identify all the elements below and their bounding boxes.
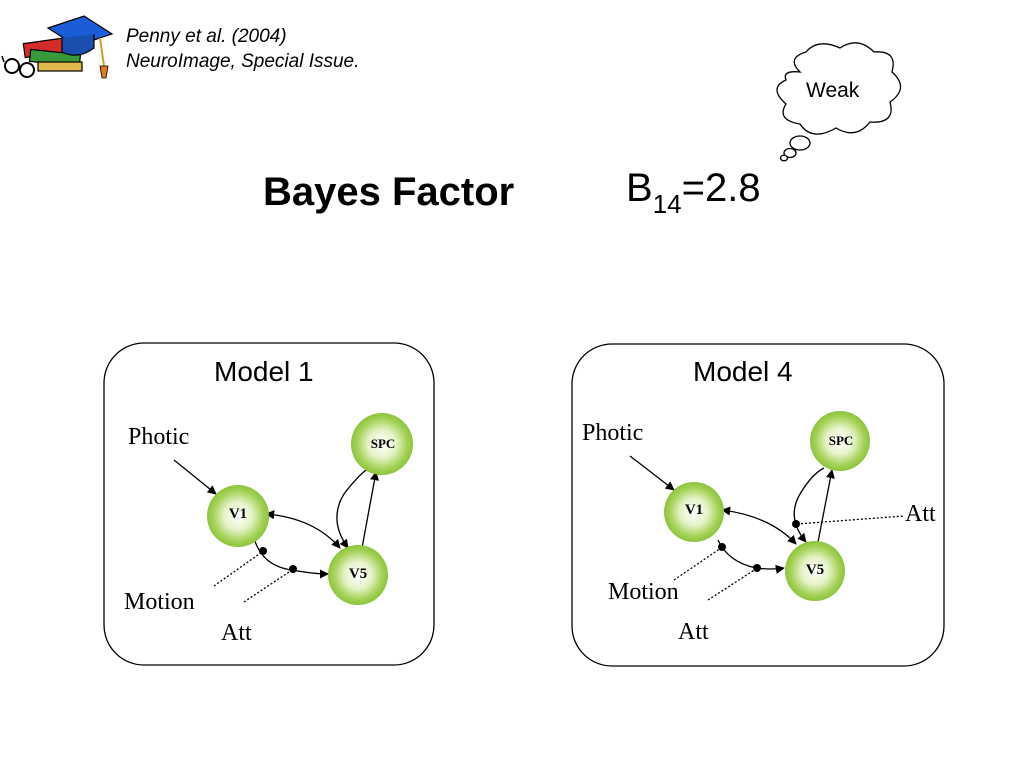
motion-modulation-dot <box>718 543 726 551</box>
v1-node-label: V1 <box>228 506 248 522</box>
att-label: Att <box>678 619 709 645</box>
model-1-diagram <box>103 342 435 666</box>
att-modulation-dot <box>289 565 297 573</box>
page-title: Bayes Factor <box>263 170 515 214</box>
att-spc-label: Att <box>905 501 936 527</box>
v1-node <box>664 482 724 542</box>
photic-arrow <box>629 455 675 491</box>
v5-node <box>328 545 388 605</box>
thought-bubble-text: Weak <box>806 79 860 102</box>
v1-node <box>207 485 269 547</box>
citation-line-2: NeuroImage, Special Issue. <box>126 51 360 72</box>
bayes-factor-number: =2.8 <box>681 166 761 210</box>
spc-v5-connection <box>336 469 367 549</box>
att-modulation-line <box>707 568 757 601</box>
photic-label: Photic <box>128 424 190 450</box>
model-4-panel <box>571 343 945 667</box>
v5-node-label: V5 <box>348 566 368 582</box>
spc-node-label: SPC <box>370 436 396 451</box>
graduation-cap-books-icon <box>1 15 114 79</box>
spc-node-label: SPC <box>828 433 854 448</box>
model-1-panel <box>103 342 435 666</box>
spc-node <box>810 411 870 471</box>
motion-label: Motion <box>608 579 679 605</box>
v1-v5-connection <box>721 506 797 545</box>
thought-cloud <box>776 42 902 162</box>
spc-node <box>351 413 413 475</box>
v5-spc-connection <box>817 469 835 543</box>
model-4-title: Model 4 <box>693 356 793 387</box>
spc-v5-connection <box>793 467 825 543</box>
citation-line-1: Penny et al. (2004) <box>126 26 287 47</box>
att-spc-modulation-dot <box>792 520 800 528</box>
v5-node <box>785 541 845 601</box>
model-1-title: Model 1 <box>214 356 314 387</box>
bayes-factor-subscript: 14 <box>652 189 682 219</box>
v5-spc-connection <box>361 471 379 549</box>
model-4-diagram <box>571 343 945 667</box>
v1-node-label: V1 <box>684 502 704 518</box>
photic-label: Photic <box>582 420 644 446</box>
photic-arrow <box>173 459 217 495</box>
att-modulation-dot <box>753 564 761 572</box>
motion-label: Motion <box>124 589 195 615</box>
motion-modulation-line <box>213 551 263 587</box>
att-modulation-line <box>243 569 293 603</box>
bayes-factor-symbol: B <box>626 166 653 210</box>
v5-node-label: V5 <box>805 562 825 578</box>
att-label: Att <box>221 620 252 646</box>
bayes-factor-value: B14=2.8 <box>626 166 761 219</box>
citation: Penny et al. (2004) NeuroImage, Special … <box>126 24 359 74</box>
att-spc-modulation-line <box>796 515 905 525</box>
v1-v5-connection <box>265 510 341 549</box>
motion-modulation-line <box>673 547 722 581</box>
